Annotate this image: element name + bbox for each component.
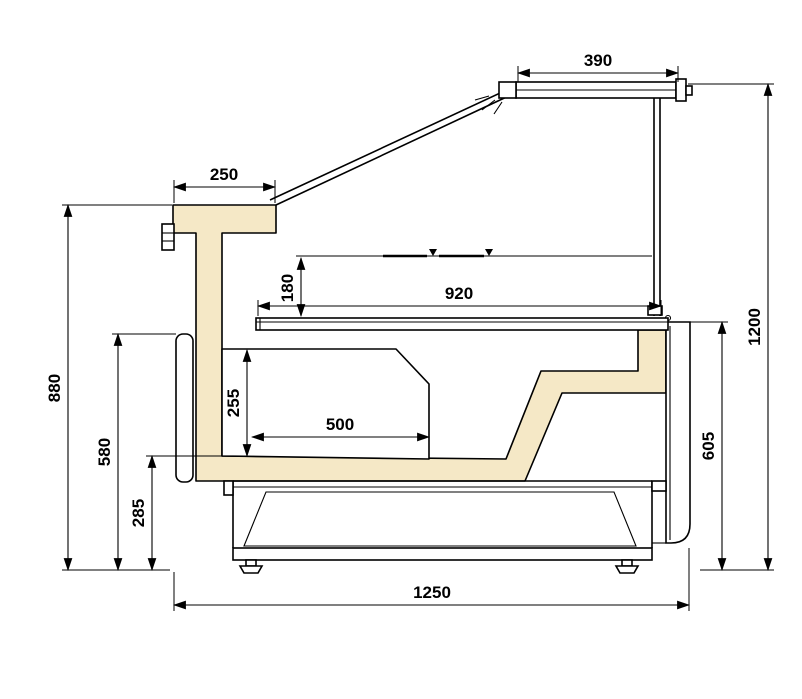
lamp-icon <box>474 81 517 115</box>
dim-920-label: 920 <box>445 284 473 303</box>
rear-glass-support <box>647 98 672 322</box>
section-mark-icon <box>485 249 493 256</box>
display-deck <box>255 317 669 331</box>
dim-880-label: 880 <box>45 374 64 402</box>
dim-255-label: 255 <box>224 389 243 417</box>
dim-580-label: 580 <box>95 438 114 466</box>
dim-390-label: 390 <box>584 51 612 70</box>
dimensions: 390 250 920 180 255 500 <box>45 51 774 611</box>
front-bumper-panel <box>175 333 194 483</box>
dim-1200-label: 1200 <box>745 308 764 346</box>
dim-180-label: 180 <box>278 274 297 302</box>
dim-worktop-height: 880 <box>45 203 172 572</box>
leveling-foot-right <box>614 559 640 574</box>
dim-250-label: 250 <box>210 165 238 184</box>
dim-overall-depth: 1250 <box>172 548 691 611</box>
section-mark-icon <box>429 249 437 256</box>
dim-well-width: 500 <box>250 415 431 442</box>
dim-overall-height: 1200 <box>688 82 774 572</box>
dim-605-label: 605 <box>699 432 718 460</box>
leveling-foot-left <box>238 559 264 574</box>
dim-base-height: 285 <box>129 454 224 572</box>
front-glass <box>269 87 516 206</box>
glass-canopy <box>515 78 693 102</box>
dim-shelf-height: 180 <box>278 256 306 318</box>
dim-ledge-depth: 250 <box>172 165 277 203</box>
base-plinth <box>223 480 667 561</box>
dim-500-label: 500 <box>326 415 354 434</box>
shelf-rail <box>296 249 652 258</box>
dim-canopy-width: 390 <box>516 51 680 82</box>
dim-1250-label: 1250 <box>413 583 451 602</box>
ledge-end-bracket <box>161 223 175 251</box>
interior-duct-panel <box>221 348 430 460</box>
dim-well-height: 255 <box>224 348 252 458</box>
rear-panel <box>652 321 691 544</box>
dim-rear-height: 605 <box>664 320 774 572</box>
dim-deck-length: 920 <box>256 284 663 316</box>
dim-285-label: 285 <box>129 499 148 527</box>
dim-front-panel-height: 580 <box>95 332 176 572</box>
counter-cross-section <box>161 78 693 574</box>
